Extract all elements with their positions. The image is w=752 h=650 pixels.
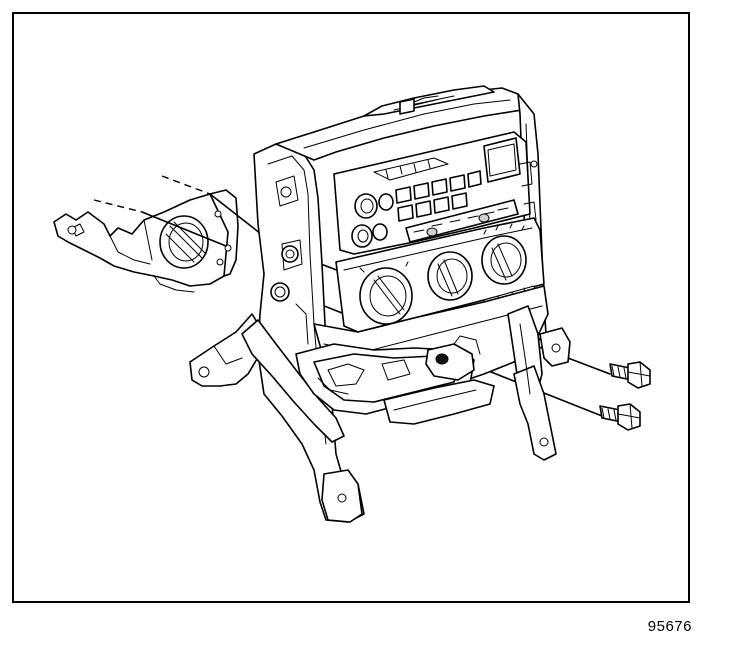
figure-number: 95676 [647, 618, 692, 635]
lower-bolt [599, 403, 641, 431]
radio-face [333, 98, 537, 255]
exploded-view-illustration [53, 85, 651, 523]
upper-bolt [609, 361, 651, 389]
left-mounting-bracket [53, 189, 239, 293]
diagram-frame [12, 12, 690, 603]
carrier-lower-section [295, 285, 571, 461]
